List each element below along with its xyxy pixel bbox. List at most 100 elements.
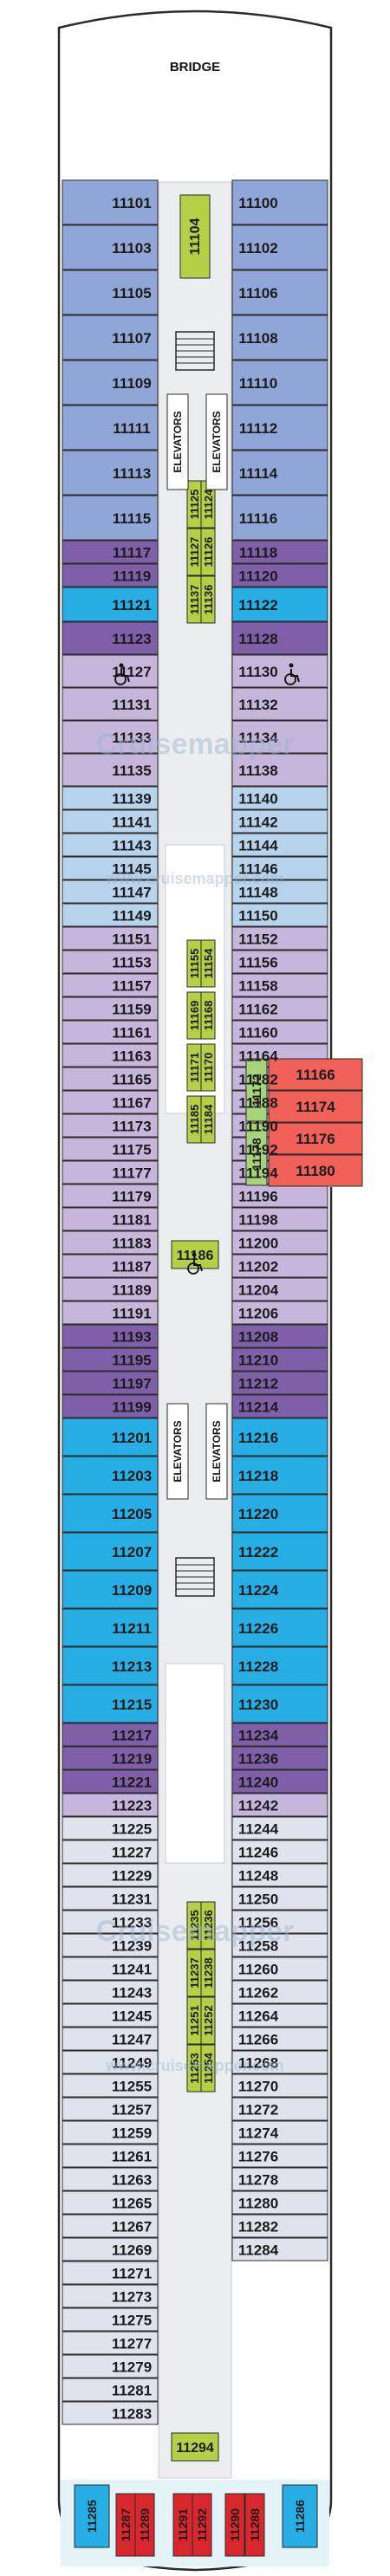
cabin-11178[interactable] <box>245 1122 268 1186</box>
cabin-11204[interactable] <box>231 1277 328 1301</box>
cabin-11206[interactable] <box>231 1301 328 1325</box>
cabin-11149[interactable] <box>62 903 159 927</box>
cabin-11118[interactable] <box>231 540 328 564</box>
cabin-11100[interactable] <box>231 179 328 225</box>
cabin-11228[interactable] <box>231 1646 328 1685</box>
cabin-11216[interactable] <box>231 1418 328 1457</box>
cabin-11138[interactable] <box>231 753 328 787</box>
cabin-11285[interactable] <box>74 2484 110 2548</box>
cabin-11189[interactable] <box>62 1277 159 1301</box>
cabin-11261[interactable] <box>62 2144 159 2168</box>
cabin-11177[interactable] <box>62 1160 159 1184</box>
cabin-11130[interactable] <box>231 654 328 688</box>
cabin-11195[interactable] <box>62 1347 159 1372</box>
cabin-11210[interactable] <box>231 1347 328 1372</box>
cabin-11201[interactable] <box>62 1418 159 1457</box>
cabin-11163[interactable] <box>62 1043 159 1067</box>
cabin-11150[interactable] <box>231 903 328 927</box>
cabin-11209[interactable] <box>62 1570 159 1609</box>
cabin-11205[interactable] <box>62 1494 159 1533</box>
cabin-11255[interactable] <box>62 2073 159 2098</box>
cabin-11145[interactable] <box>62 856 159 880</box>
cabin-11170[interactable] <box>200 1043 216 1092</box>
cabin-11184[interactable] <box>200 1095 216 1144</box>
cabin-11236[interactable] <box>231 1746 328 1770</box>
cabin-11116[interactable] <box>231 495 328 541</box>
cabin-11208[interactable] <box>231 1324 328 1348</box>
cabin-11180[interactable] <box>268 1154 363 1187</box>
cabin-11230[interactable] <box>231 1684 328 1723</box>
cabin-11123[interactable] <box>62 621 159 655</box>
cabin-11141[interactable] <box>62 809 159 834</box>
cabin-11114[interactable] <box>231 450 328 496</box>
cabin-11292[interactable] <box>192 2493 212 2557</box>
cabin-11162[interactable] <box>231 996 328 1021</box>
cabin-11134[interactable] <box>231 720 328 754</box>
cabin-11239[interactable] <box>62 1933 159 1957</box>
cabin-11227[interactable] <box>62 1840 159 1864</box>
cabin-11159[interactable] <box>62 996 159 1021</box>
cabin-11122[interactable] <box>231 587 328 622</box>
cabin-11168[interactable] <box>200 991 216 1040</box>
cabin-11146[interactable] <box>231 856 328 880</box>
cabin-11268[interactable] <box>231 2050 328 2074</box>
cabin-11233[interactable] <box>62 1910 159 1934</box>
cabin-11105[interactable] <box>62 269 159 315</box>
cabin-11197[interactable] <box>62 1371 159 1395</box>
cabin-11245[interactable] <box>62 2003 159 2028</box>
cabin-11224[interactable] <box>231 1570 328 1609</box>
cabin-11244[interactable] <box>231 1816 328 1840</box>
cabin-11231[interactable] <box>62 1886 159 1911</box>
cabin-11252[interactable] <box>200 1996 216 2045</box>
cabin-11111[interactable] <box>62 405 159 451</box>
cabin-11289[interactable] <box>134 2493 155 2557</box>
cabin-11102[interactable] <box>231 224 328 270</box>
cabin-11215[interactable] <box>62 1684 159 1723</box>
cabin-11280[interactable] <box>231 2190 328 2215</box>
cabin-11254[interactable] <box>200 2044 216 2093</box>
cabin-11112[interactable] <box>231 405 328 451</box>
cabin-11225[interactable] <box>62 1816 159 1840</box>
cabin-11264[interactable] <box>231 2003 328 2028</box>
cabin-11246[interactable] <box>231 1840 328 1864</box>
cabin-11243[interactable] <box>62 1980 159 2004</box>
cabin-11273[interactable] <box>62 2284 159 2308</box>
cabin-11144[interactable] <box>231 833 328 857</box>
cabin-11143[interactable] <box>62 833 159 857</box>
cabin-11275[interactable] <box>62 2307 159 2332</box>
cabin-11179[interactable] <box>62 1184 159 1208</box>
cabin-11167[interactable] <box>62 1090 159 1114</box>
cabin-11290[interactable] <box>224 2493 245 2557</box>
cabin-11267[interactable] <box>62 2214 159 2238</box>
cabin-11218[interactable] <box>231 1456 328 1495</box>
cabin-11222[interactable] <box>231 1532 328 1571</box>
cabin-11176[interactable] <box>268 1122 363 1155</box>
cabin-11262[interactable] <box>231 1980 328 2004</box>
cabin-11271[interactable] <box>62 2261 159 2285</box>
cabin-11183[interactable] <box>62 1230 159 1255</box>
cabin-11266[interactable] <box>231 2027 328 2051</box>
cabin-11226[interactable] <box>231 1608 328 1647</box>
cabin-11263[interactable] <box>62 2167 159 2191</box>
cabin-11115[interactable] <box>62 495 159 541</box>
cabin-11106[interactable] <box>231 269 328 315</box>
cabin-11121[interactable] <box>62 587 159 622</box>
cabin-11277[interactable] <box>62 2331 159 2355</box>
cabin-11174[interactable] <box>268 1090 363 1123</box>
cabin-11113[interactable] <box>62 450 159 496</box>
cabin-11191[interactable] <box>62 1301 159 1325</box>
cabin-11131[interactable] <box>62 687 159 721</box>
cabin-11207[interactable] <box>62 1532 159 1571</box>
cabin-11120[interactable] <box>231 563 328 587</box>
cabin-11132[interactable] <box>231 687 328 721</box>
cabin-11173[interactable] <box>62 1113 159 1138</box>
cabin-11211[interactable] <box>62 1608 159 1647</box>
cabin-11220[interactable] <box>231 1494 328 1533</box>
cabin-11107[interactable] <box>62 315 159 360</box>
cabin-11153[interactable] <box>62 950 159 974</box>
cabin-11140[interactable] <box>231 786 328 810</box>
cabin-11165[interactable] <box>62 1067 159 1091</box>
cabin-11240[interactable] <box>231 1769 328 1794</box>
cabin-11242[interactable] <box>231 1793 328 1817</box>
cabin-11279[interactable] <box>62 2354 159 2378</box>
